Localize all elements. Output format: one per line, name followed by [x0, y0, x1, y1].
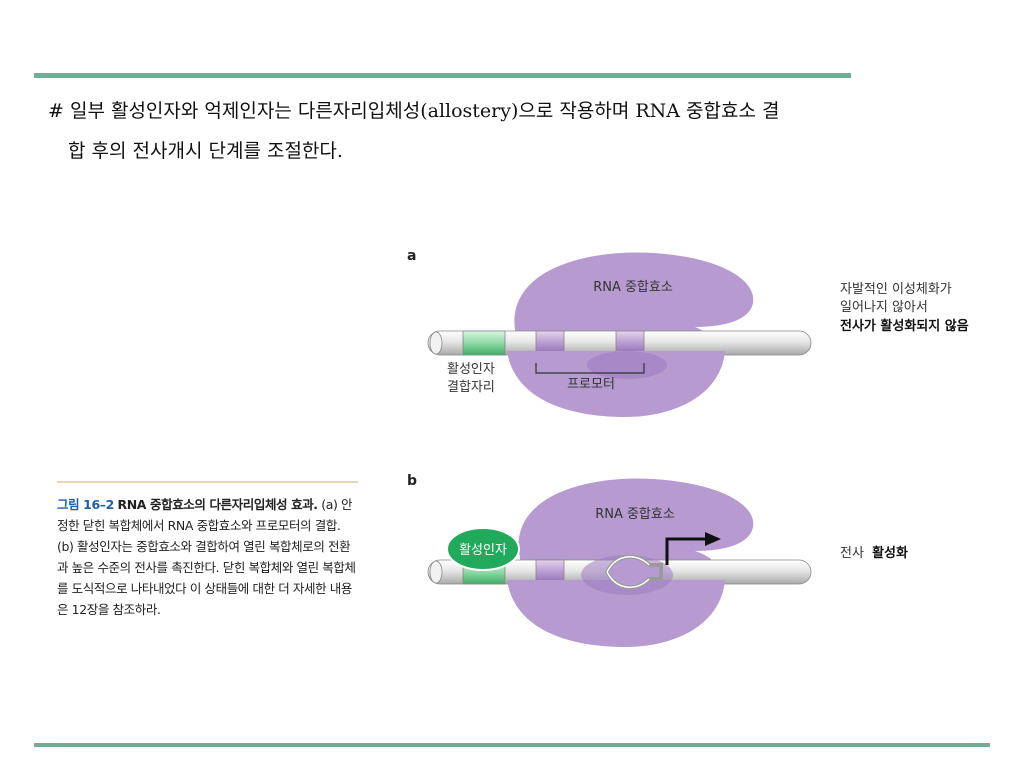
- figure-title: RNA 중합효소의 다른자리입체성 효과.: [117, 497, 318, 512]
- polymerase-b-front: [507, 580, 725, 647]
- promoter-bracket: [535, 363, 645, 374]
- arrow-head-icon: [705, 532, 721, 546]
- figure-number: 그림 16–2: [57, 497, 114, 512]
- bottom-divider: [34, 743, 990, 747]
- panel-a-letter: a: [407, 248, 416, 264]
- transcription-bubble-outline: [606, 556, 650, 588]
- promoter-label: 프로모터: [567, 377, 615, 392]
- polymerase-a-label: RNA 중합효소: [593, 280, 673, 295]
- binding-site-label-1: 활성인자: [447, 362, 495, 377]
- caption-body: (a) 안정한 닫힌 복합체에서 RNA 중합효소와 프로모터의 결합. (b)…: [57, 497, 356, 617]
- polymerase-b-label: RNA 중합효소: [595, 507, 675, 522]
- activator-protein: [446, 527, 520, 571]
- caption-divider: [57, 481, 358, 483]
- panel-a-result-2: 일어나지 않아서: [840, 300, 928, 315]
- polymerase-a-channel: [587, 351, 667, 379]
- polymerase-b-back: [518, 478, 754, 571]
- polymerase-a-back: [514, 252, 754, 351]
- transcription-arrow: [665, 537, 707, 565]
- top-divider: [34, 73, 851, 78]
- figure-caption: 그림 16–2 RNA 중합효소의 다른자리입체성 효과. (a) 안정한 닫힌…: [57, 494, 359, 620]
- allostery-diagram: a RNA 중합효소 프로모터 활성인자 결합자리 자발적인 이성체화가 일어나…: [407, 248, 969, 647]
- activator-binding-site-a: [462, 330, 506, 356]
- activator-label: 활성인자: [459, 543, 507, 558]
- slide-heading: # 일부 활성인자와 억제인자는 다른자리입체성(allostery)으로 작용…: [48, 91, 978, 171]
- binding-site-label-2: 결합자리: [447, 380, 495, 395]
- panel-b-result: 전사 활성화: [840, 545, 908, 561]
- panel-b-result-bold: 활성화: [872, 545, 908, 561]
- panel-b-letter: b: [407, 473, 417, 489]
- dna-end-a: [429, 331, 443, 355]
- heading-line-1: # 일부 활성인자와 억제인자는 다른자리입체성(allostery)으로 작용…: [48, 100, 780, 122]
- panel-b-result-plain: 전사: [840, 546, 864, 561]
- polymerase-a-front: [507, 351, 725, 417]
- panel-a: a RNA 중합효소 프로모터 활성인자 결합자리 자발적인 이성체화가 일어나…: [407, 248, 969, 417]
- panel-a-result-3: 전사가 활성화되지 않음: [840, 318, 969, 334]
- heading-line-2: 합 후의 전사개시 단계를 조절한다.: [68, 140, 343, 162]
- dna-end-b: [429, 560, 443, 584]
- panel-b: b RNA 중합효소 활성인자 전사 활성화: [407, 473, 908, 647]
- panel-a-result-1: 자발적인 이성체화가: [840, 282, 952, 297]
